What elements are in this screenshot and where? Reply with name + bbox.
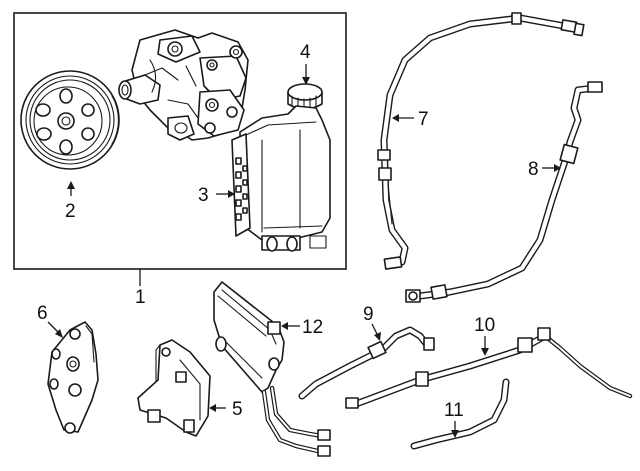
callout-7: 7 <box>392 109 429 130</box>
svg-text:3: 3 <box>198 185 209 206</box>
reservoir-cap-part[interactable] <box>287 83 323 112</box>
svg-text:7: 7 <box>418 109 429 130</box>
callout-12: 12 <box>281 317 323 338</box>
callout-6: 6 <box>37 303 63 338</box>
svg-text:10: 10 <box>474 315 495 336</box>
svg-text:11: 11 <box>444 400 464 421</box>
reservoir-part[interactable] <box>231 105 331 252</box>
cooler-part[interactable] <box>213 281 331 457</box>
callout-2: 2 <box>65 181 76 222</box>
pump-body-part[interactable] <box>118 29 249 141</box>
svg-text:6: 6 <box>37 303 48 324</box>
pressure-hose-part[interactable] <box>377 12 585 270</box>
hose-11-part[interactable] <box>410 378 510 450</box>
callout-8: 8 <box>528 159 561 180</box>
hose-9-part[interactable] <box>298 326 435 400</box>
svg-text:8: 8 <box>528 159 539 180</box>
callout-1: 1 <box>135 269 146 308</box>
mounting-plate-part[interactable] <box>47 321 99 434</box>
bracket-part[interactable] <box>137 339 211 437</box>
callout-10: 10 <box>474 315 495 356</box>
callout-5: 5 <box>209 399 243 420</box>
svg-text:1: 1 <box>135 287 146 308</box>
return-hose-part[interactable] <box>405 81 603 303</box>
svg-text:12: 12 <box>302 317 323 338</box>
pulley-part[interactable] <box>20 70 120 170</box>
svg-text:2: 2 <box>65 201 76 222</box>
svg-text:4: 4 <box>300 42 311 63</box>
callout-3: 3 <box>198 185 235 206</box>
return-line-part[interactable] <box>345 327 633 409</box>
callout-9: 9 <box>363 304 381 341</box>
callout-4: 4 <box>300 42 311 85</box>
callout-11: 11 <box>444 400 464 438</box>
assembly-frame <box>13 12 347 270</box>
svg-text:9: 9 <box>363 304 374 325</box>
svg-text:5: 5 <box>232 399 243 420</box>
